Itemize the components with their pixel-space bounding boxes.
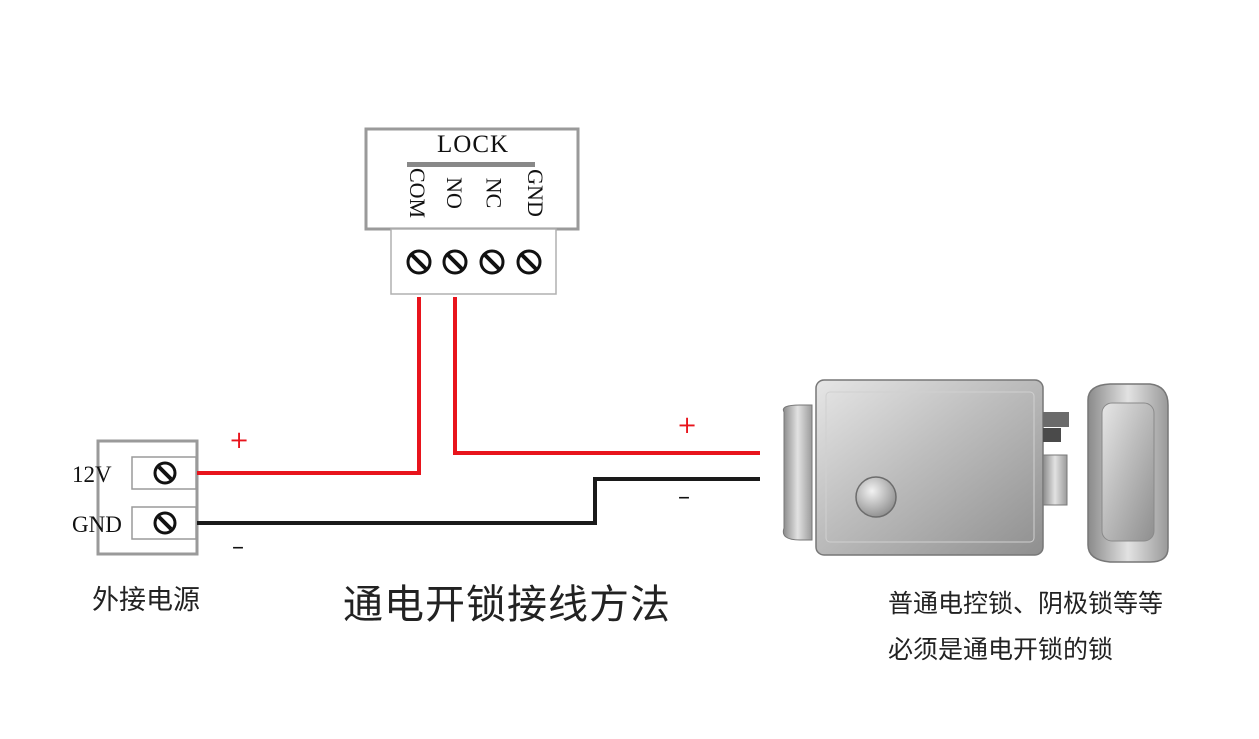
wire-12v-to-com — [197, 297, 421, 475]
lock-note-line1: 普通电控锁、阴极锁等等 — [888, 589, 1164, 618]
lock-title-underline — [407, 162, 535, 167]
power-label-gnd: GND — [72, 512, 122, 537]
plus-sign-power: + — [229, 426, 250, 454]
screw-no — [442, 249, 468, 275]
screw-gnd — [516, 249, 542, 275]
electric-lock-image — [782, 379, 1169, 563]
minus-sign-lock: – — [678, 482, 690, 510]
lock-module-box — [364, 127, 580, 231]
power-label-12v: 12V — [72, 462, 112, 487]
diagram-title: 通电开锁接线方法 — [343, 582, 671, 628]
wire-gnd-to-lock-negative — [197, 477, 760, 525]
power-supply-caption: 外接电源 — [92, 585, 200, 616]
pin-label-nc: NC — [481, 177, 507, 209]
screw-12v — [153, 461, 177, 485]
minus-sign-power: – — [232, 532, 244, 560]
lock-module-title: LOCK — [437, 131, 510, 158]
lock-note-line2: 必须是通电开锁的锁 — [888, 635, 1114, 664]
screw-power-gnd — [153, 511, 177, 535]
screw-nc — [479, 249, 505, 275]
screw-com — [406, 249, 432, 275]
lock-terminal-screws — [406, 249, 542, 275]
pin-label-no: NO — [441, 177, 467, 209]
pin-label-com: COM — [405, 167, 431, 219]
wire-no-to-lock-positive — [453, 297, 760, 455]
pin-label-gnd: GND — [522, 169, 548, 217]
plus-sign-lock: + — [677, 411, 698, 439]
